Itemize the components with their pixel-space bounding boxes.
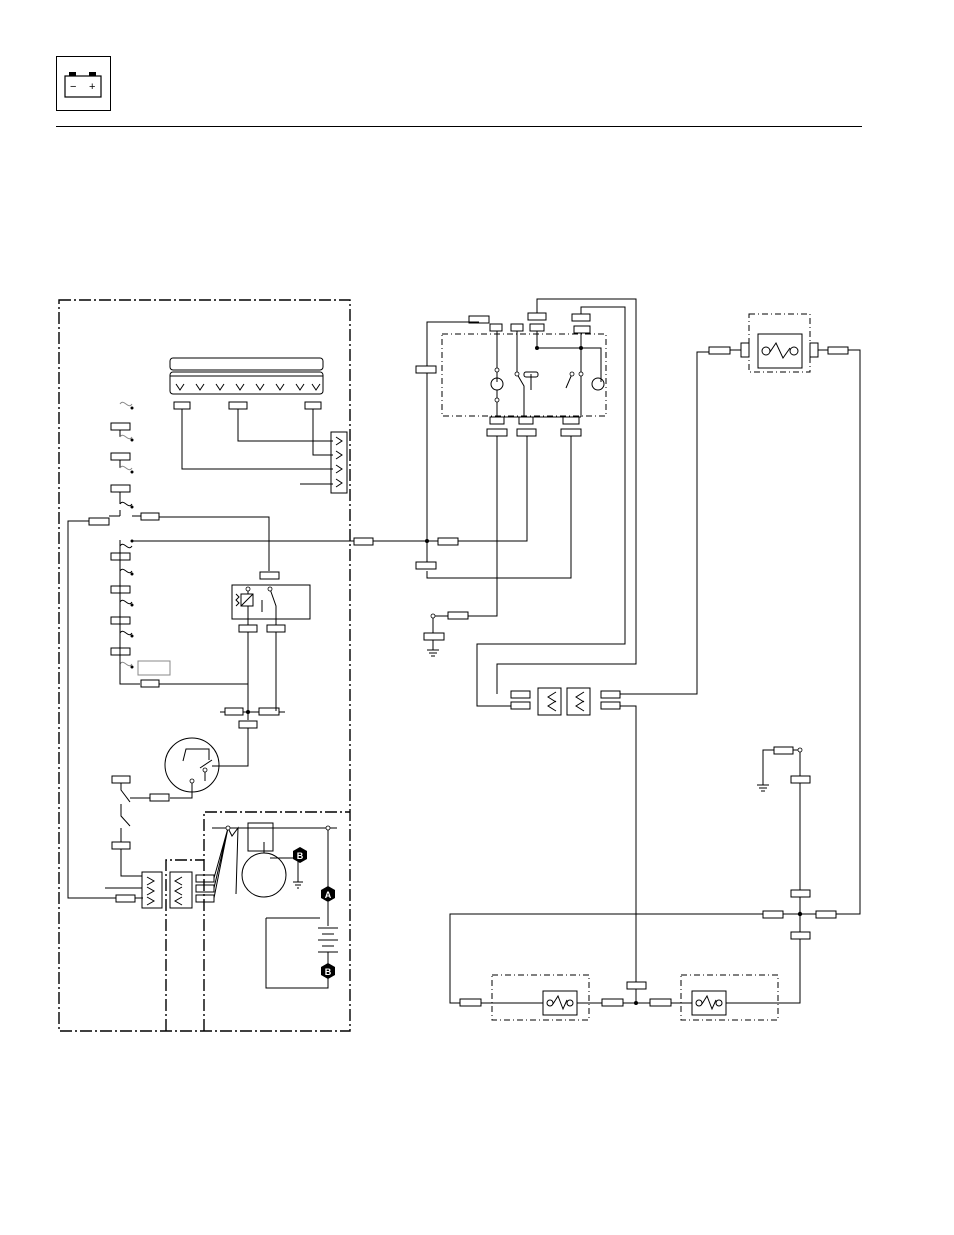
fuse-column	[111, 402, 248, 687]
bottom-heater-left	[460, 982, 650, 1015]
junction-dots	[246, 346, 802, 1005]
connector-block-top	[331, 432, 347, 493]
ground-connection-center	[424, 612, 468, 656]
central-module	[373, 299, 636, 706]
battery-symbol	[318, 902, 338, 964]
bottom-heater-right	[650, 991, 778, 1015]
starter-motor-section	[212, 823, 337, 988]
marker-b-bottom: B	[321, 963, 335, 979]
terminal-circles	[190, 368, 802, 830]
main-control-box-outline	[59, 300, 350, 1031]
marker-b-bottom-label: B	[325, 967, 332, 977]
right-ground-connection	[450, 747, 836, 1003]
top-right-heater	[709, 334, 860, 914]
bus-strip-connectors	[174, 402, 333, 484]
mid-connectors	[511, 352, 709, 982]
relay	[232, 572, 310, 720]
marker-b-top: B	[293, 847, 307, 863]
left-feed-wire	[68, 513, 373, 902]
key-switch	[150, 738, 219, 801]
lower-left-switches	[105, 776, 150, 888]
marker-a-label: A	[325, 890, 332, 900]
marker-a: A	[321, 886, 335, 902]
bottom-heater-left-outline	[492, 975, 589, 1020]
connector-block-bottom-right	[170, 828, 228, 908]
connector-block-bottom-left	[142, 872, 162, 908]
marker-b-top-label: B	[297, 851, 304, 861]
terminal-bus-strip	[170, 358, 323, 394]
bottom-heater-right-outline	[681, 975, 778, 1020]
fuse-terminal-dots	[131, 407, 134, 669]
